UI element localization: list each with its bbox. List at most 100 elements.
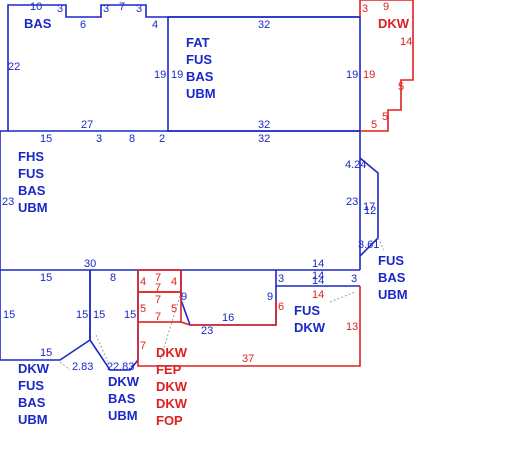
dim-left-22: 22	[8, 61, 20, 73]
dim-blue-16: 16	[222, 312, 234, 324]
dim-blue-23: 23	[201, 325, 213, 337]
label-fhs-4: UBM	[18, 200, 48, 215]
dim-fhs-top-8: 8	[129, 133, 135, 145]
dim-fhs-top-32: 32	[258, 133, 270, 145]
label-fat-1: FAT	[186, 35, 210, 50]
label-dkw-bl-4: UBM	[18, 412, 48, 427]
dim-fhs-left-23: 23	[2, 196, 14, 208]
dim-right-14c: 14	[312, 275, 324, 287]
label-fhs-3: BAS	[18, 183, 46, 198]
dim-bottom-32: 32	[258, 119, 270, 131]
label-red-bottom-4: DKW	[156, 396, 188, 411]
dim-right-3b: 3	[351, 273, 357, 285]
dim-red-37: 37	[242, 353, 254, 365]
dim-red-7a: 7	[155, 272, 161, 284]
label-fhs-2: FUS	[18, 166, 44, 181]
dim-red-6: 6	[278, 301, 284, 313]
dim-red-5a: 5	[398, 81, 404, 93]
dim-red-5d: 5	[140, 303, 146, 315]
dim-top-6: 6	[80, 19, 86, 31]
leader-4	[329, 291, 356, 303]
label-fat-2: FUS	[186, 52, 212, 67]
fhs-outline	[0, 131, 360, 271]
dim-mid-19-left: 19	[154, 69, 166, 81]
dim-blue-9b: 9	[267, 291, 273, 303]
dim-ext-17: 17	[363, 201, 375, 213]
dim-red-top-9: 9	[383, 1, 389, 13]
dim-right-14b: 14	[312, 270, 324, 282]
dim-top-4: 4	[152, 19, 158, 31]
label-fus-dkw-2: DKW	[294, 320, 326, 335]
bas-outline	[7, 4, 360, 131]
dim-top-3b: 3	[103, 3, 109, 15]
red-box-lower	[137, 291, 182, 323]
label-bas-top: BAS	[24, 16, 52, 31]
dim-red-5e: 5	[171, 303, 177, 315]
dim-red-top-3: 3	[362, 3, 368, 15]
blue-outlines	[0, 4, 379, 371]
dim-fhs-bottom-8: 8	[110, 272, 116, 284]
blue-dimensions: 10 3 3 7 3 6 4 32 22 19 19 19 27 32 15 3…	[2, 1, 379, 373]
dim-ext-424: 4.24	[345, 159, 366, 171]
label-fat-4: UBM	[186, 86, 216, 101]
dim-bm-15b: 15	[124, 309, 136, 321]
dim-fhs-top-3: 3	[96, 133, 102, 145]
dim-red-7b: 7	[155, 282, 161, 294]
dkw-top-right-outline	[359, 0, 414, 132]
dim-bm-283: 2.83	[113, 361, 134, 373]
dim-bl-right-15: 15	[76, 309, 88, 321]
dim-top-left-3: 3	[57, 3, 63, 15]
label-dkw-bl-2: FUS	[18, 378, 44, 393]
right-extension	[359, 157, 379, 257]
dim-bl-bottom-15: 15	[40, 347, 52, 359]
dim-top-32: 32	[258, 19, 270, 31]
label-dkw-top-right: DKW	[378, 16, 410, 31]
dim-ext-12: 12	[364, 205, 376, 217]
dim-red-14: 14	[400, 36, 412, 48]
leader-lines	[59, 237, 385, 371]
leader-1	[59, 361, 71, 371]
dim-red-5b: 5	[382, 111, 388, 123]
dim-red-4a: 4	[140, 276, 146, 288]
dim-fhs-top-15: 15	[40, 133, 52, 145]
dim-ext-361: 3.61	[358, 239, 379, 251]
label-dkw-bl-1: DKW	[18, 361, 50, 376]
red-bottom-outline	[137, 286, 361, 367]
dim-bl-top-15: 15	[40, 272, 52, 284]
dim-right-3a: 3	[278, 273, 284, 285]
dim-bm-15a: 15	[93, 309, 105, 321]
dim-red-7d: 7	[155, 311, 161, 323]
dim-fhs-right-23: 23	[346, 196, 358, 208]
area-labels-red: DKW DKW FEP DKW DKW FOP	[156, 16, 410, 428]
dim-fhs-bottom-30: 30	[84, 258, 96, 270]
label-fus-right-1: FUS	[378, 253, 404, 268]
red-outlines	[137, 0, 414, 367]
dim-top-7: 7	[119, 1, 125, 13]
label-red-bottom-3: DKW	[156, 379, 188, 394]
dim-red-4b: 4	[171, 276, 177, 288]
leader-2	[95, 334, 109, 363]
label-fat-3: BAS	[186, 69, 214, 84]
dim-bl-left-15: 15	[3, 309, 15, 321]
dim-mid-19-right: 19	[171, 69, 183, 81]
dim-fhs-top-2: 2	[159, 133, 165, 145]
leader-3	[159, 295, 181, 361]
label-fhs-1: FHS	[18, 149, 44, 164]
dim-red-7e: 7	[140, 340, 146, 352]
dim-red-7c: 7	[155, 294, 161, 306]
dim-right-19: 19	[346, 69, 358, 81]
label-red-bottom-5: FOP	[156, 413, 183, 428]
dim-bm-2: 2	[107, 361, 113, 373]
dim-bl-283: 2.83	[72, 361, 93, 373]
dim-red-19: 19	[363, 69, 375, 81]
label-fus-dkw-1: FUS	[294, 303, 320, 318]
area-labels-blue: BAS FAT FUS BAS UBM FHS FUS BAS UBM FUS …	[18, 16, 408, 427]
label-dkw-bm-2: BAS	[108, 391, 136, 406]
dim-top-left-10: 10	[30, 1, 42, 13]
dim-blue-9a: 9	[181, 291, 187, 303]
label-dkw-bm-3: UBM	[108, 408, 138, 423]
dim-bottom-27: 27	[81, 119, 93, 131]
label-fus-right-2: BAS	[378, 270, 406, 285]
dim-top-3c: 3	[136, 3, 142, 15]
